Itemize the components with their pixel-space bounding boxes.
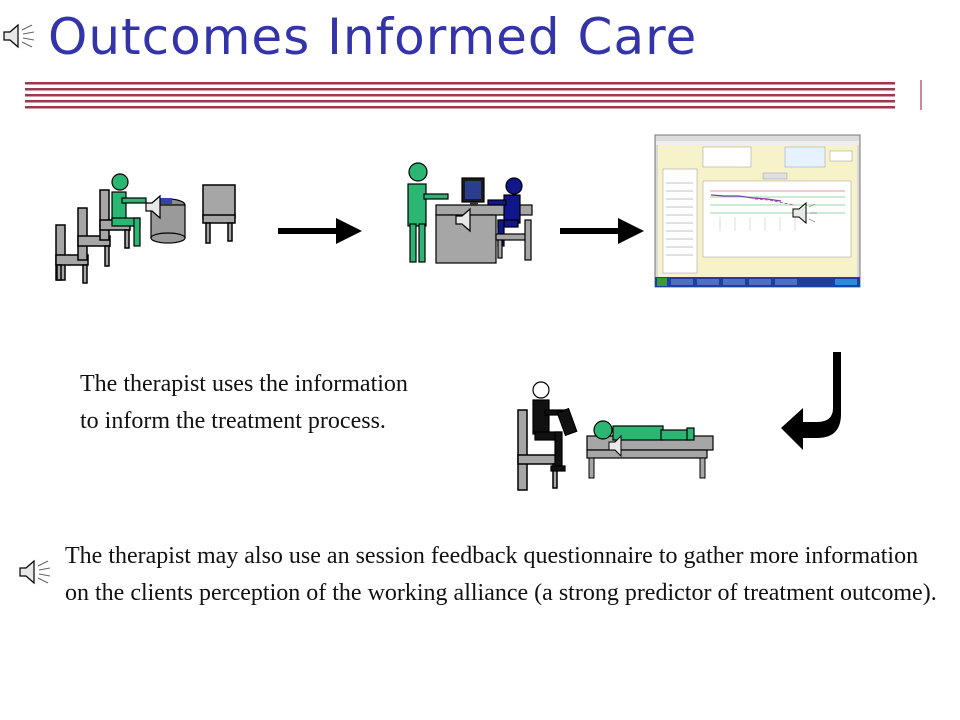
chair-icon bbox=[55, 224, 89, 284]
speaker-icon bbox=[455, 207, 471, 233]
chair-icon bbox=[77, 207, 111, 267]
title-rule bbox=[25, 80, 922, 110]
outcome-graph-screenshot bbox=[654, 134, 861, 288]
therapist-info-text: The therapist uses the information to in… bbox=[80, 371, 408, 434]
right-arrow-icon bbox=[560, 218, 644, 244]
chair-icon bbox=[517, 409, 559, 491]
chair-icon bbox=[202, 184, 236, 244]
speaker-icon bbox=[608, 434, 622, 458]
right-arrow-icon bbox=[278, 218, 362, 244]
person-icon bbox=[487, 177, 523, 247]
person-icon bbox=[111, 173, 147, 247]
person-icon bbox=[532, 381, 578, 472]
slide-title: Outcomes Informed Care bbox=[48, 8, 698, 66]
speaker-icon bbox=[145, 194, 161, 220]
waiting-room-illustration bbox=[55, 173, 236, 284]
therapy-session-illustration bbox=[517, 381, 714, 491]
title-speaker-icon[interactable] bbox=[2, 22, 36, 50]
reception-illustration bbox=[407, 162, 533, 264]
paragraph-speaker-icon[interactable] bbox=[18, 558, 52, 586]
person-icon bbox=[407, 162, 449, 263]
curved-down-arrow-icon bbox=[781, 352, 841, 450]
feedback-questionnaire-text: The therapist may also use an session fe… bbox=[65, 543, 937, 606]
person-icon bbox=[593, 420, 695, 441]
speaker-icon bbox=[792, 201, 817, 225]
